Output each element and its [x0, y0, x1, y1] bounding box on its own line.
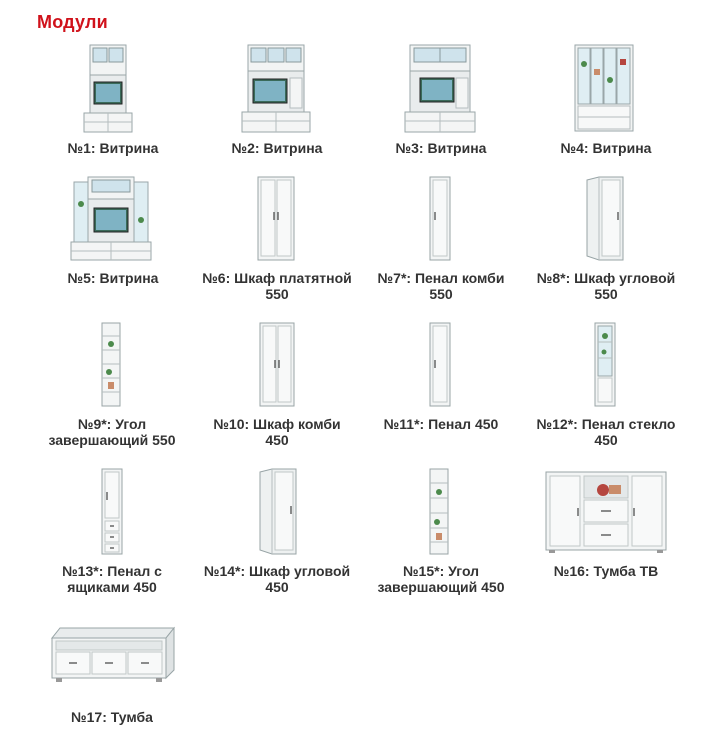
module-label: №2: Витрина [231, 140, 323, 156]
module-label: №12*: Пенал стекло [536, 416, 676, 432]
module-label: №10: Шкаф комби [213, 416, 341, 432]
module-sublabel: 550 [594, 286, 618, 302]
module-sublabel: 550 [265, 286, 289, 302]
wardrobe-image [258, 322, 296, 408]
end-shelf-image [100, 322, 122, 408]
module-sublabel: 450 [265, 579, 289, 595]
module-label: №16: Тумба ТВ [553, 563, 659, 579]
low-tv-stand-image [48, 626, 176, 684]
wardrobe-image [256, 176, 296, 262]
drawer-pencil-case-image [100, 468, 124, 556]
module-label: №14*: Шкаф угловой [203, 563, 351, 579]
module-label: №4: Витрина [560, 140, 652, 156]
corner-wardrobe-image [585, 176, 625, 262]
vitrina-image [573, 44, 635, 134]
vitrina-image [70, 176, 152, 262]
module-label: №7*: Пенал комби [377, 270, 505, 286]
module-label: №9*: Угол [77, 416, 147, 432]
module-label: №1: Витрина [67, 140, 159, 156]
tv-stand-image [545, 470, 667, 554]
pencil-case-image [428, 176, 452, 262]
module-label: №8*: Шкаф угловой [536, 270, 676, 286]
vitrina-image [240, 44, 312, 134]
module-sublabel: 450 [265, 432, 289, 448]
module-sublabel: 550 [429, 286, 453, 302]
module-sublabel: завершающий 550 [48, 432, 176, 448]
module-label: №15*: Угол [402, 563, 480, 579]
vitrina-image [78, 44, 138, 134]
module-label: №17: Тумба [71, 709, 153, 725]
module-label: №11*: Пенал 450 [383, 416, 499, 432]
pencil-case-image [428, 322, 452, 408]
page-title: Модули [37, 12, 108, 32]
vitrina-image [404, 44, 476, 134]
module-label: №3: Витрина [395, 140, 487, 156]
module-label: №5: Витрина [67, 270, 159, 286]
glass-pencil-case-image [593, 322, 617, 408]
module-label: №13*: Пенал с [62, 563, 162, 579]
module-sublabel: ящиками 450 [67, 579, 157, 595]
module-sublabel: 450 [594, 432, 618, 448]
module-sublabel: завершающий 450 [377, 579, 505, 595]
end-shelf-image [428, 468, 450, 556]
corner-wardrobe-image [258, 468, 298, 556]
module-label: №6: Шкаф платятной [202, 270, 352, 286]
